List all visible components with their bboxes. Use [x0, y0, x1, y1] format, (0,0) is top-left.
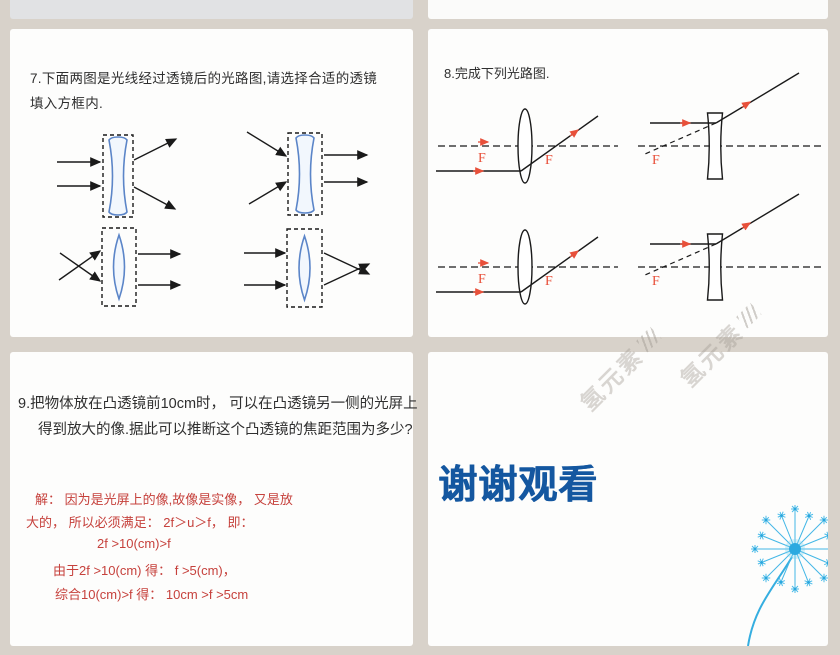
dashed-box [287, 132, 323, 216]
slide8-title: 8.完成下列光路图. [444, 66, 550, 81]
diagram-c-convex-parallel [58, 227, 182, 307]
concave-lens-ray-diagram: F [638, 72, 825, 180]
ray-direction-arrow [569, 129, 580, 138]
slide9-question-line2: 得到放大的像.据此可以推断这个凸透镜的焦距范围为多少? [38, 422, 413, 438]
slide9-question-line1: 9.把物体放在凸透镜前10cm时， 可以在凸透镜另一侧的光屏上 [18, 396, 418, 412]
closing-slide-thumbnail[interactable]: 谢谢观看 [428, 352, 828, 646]
diverging-ray [715, 193, 800, 245]
focal-point-label: F [652, 153, 660, 168]
diagram-b-concave-parallel [246, 131, 369, 216]
concave-lens-ray-diagram: F [638, 193, 825, 301]
dandelion-center [789, 543, 801, 555]
solution-line: 2f >10(cm)>f [97, 536, 171, 551]
focal-point-label: F [478, 272, 486, 287]
ray-direction-arrow [569, 250, 580, 259]
ray-direction-arrow [741, 101, 752, 110]
refracted-ray [520, 115, 599, 172]
diverging-ray [715, 72, 800, 124]
convex-lens-ray-diagram: F F [436, 108, 618, 184]
lens-selection-diagram-svg [57, 131, 371, 308]
ray-diagram-svg: F F F [436, 72, 825, 305]
convex-lens-icon [517, 229, 533, 305]
solution-line: 解： 因为是光屏上的像,故像是实像， 又是放 [35, 492, 293, 507]
diagram-a-concave-diverging [57, 134, 178, 218]
solution-line: 由于2f >10(cm) 得： f >5(cm)， [53, 563, 236, 578]
focal-point-label: F [545, 274, 553, 289]
concave-lens-icon [706, 233, 724, 301]
refracted-ray [520, 236, 599, 293]
slide7-title-line2: 填入方框内. [30, 96, 104, 111]
construction-line [644, 243, 717, 276]
closing-title: 谢谢观看 [438, 464, 599, 507]
partial-slide-top-right[interactable] [428, 0, 828, 19]
convex-lens-icon [517, 108, 533, 184]
diagram-d-convex-converging [244, 228, 371, 308]
concave-lens-icon [706, 112, 724, 180]
solution-line: 综合10(cm)>f 得： 10cm >f >5cm [55, 587, 249, 602]
solution-line: 大的， 所以必须满足： 2f＞u＞f， 即： [26, 515, 254, 530]
partial-slide-top-left[interactable] [10, 0, 413, 19]
concave-lens-icon [295, 134, 315, 214]
dashed-box [101, 227, 137, 307]
focal-point-label: F [478, 151, 486, 166]
dashed-box [286, 228, 323, 308]
ray-direction-arrow [741, 222, 752, 231]
slide7-title-line1: 7.下面两图是光线经过透镜后的光路图,请选择合适的透镜 [30, 71, 378, 86]
concave-lens-icon [108, 136, 128, 216]
slide-8-thumbnail[interactable]: 8.完成下列光路图. F F [428, 29, 828, 337]
convex-lens-icon [112, 232, 126, 302]
construction-line [644, 122, 717, 155]
dashed-box [102, 134, 134, 218]
convex-lens-ray-diagram: F F [436, 229, 618, 305]
convex-lens-icon [298, 233, 311, 303]
slide-7-thumbnail[interactable]: 7.下面两图是光线经过透镜后的光路图,请选择合适的透镜 填入方框内. [10, 29, 413, 337]
focal-point-label: F [545, 153, 553, 168]
focal-point-label: F [652, 274, 660, 289]
dandelion-stem [747, 556, 793, 646]
dandelion-graphic [747, 504, 828, 646]
slide-9-thumbnail[interactable]: 9.把物体放在凸透镜前10cm时， 可以在凸透镜另一侧的光屏上 得到放大的像.据… [10, 352, 418, 646]
